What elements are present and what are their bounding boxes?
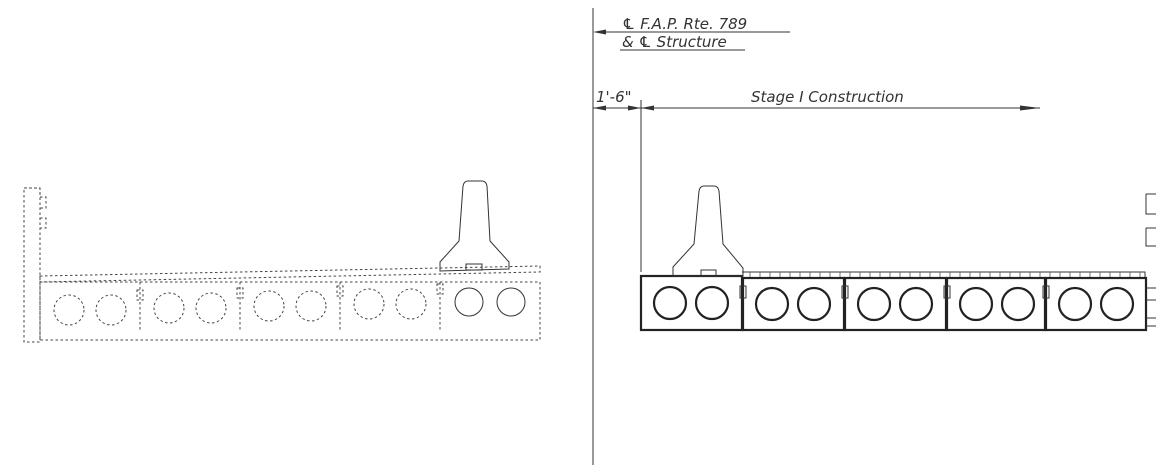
stage1-void	[1057, 286, 1093, 322]
existing-void	[454, 287, 484, 317]
stage1-void	[1000, 286, 1036, 322]
existing-structure	[23, 187, 541, 343]
existing-void	[353, 288, 385, 320]
temporary-barrier-existing	[439, 180, 510, 272]
centerline-label-line2: & ℄ Structure	[622, 33, 727, 51]
existing-void	[496, 287, 526, 317]
existing-void	[95, 294, 127, 326]
stage-construction-label: Stage I Construction	[751, 88, 904, 106]
temporary-barrier-stage1	[672, 185, 744, 277]
stage1-box-beam	[843, 276, 948, 332]
existing-shear-key	[336, 285, 344, 297]
stage1-shear-key	[943, 285, 951, 299]
stage1-void	[1099, 286, 1135, 322]
existing-side-wall	[23, 187, 41, 343]
dim-arrow-stage-end	[1020, 105, 1040, 111]
existing-void	[153, 292, 185, 324]
stage1-void	[796, 286, 832, 322]
existing-void	[395, 288, 427, 320]
stage1-void	[898, 286, 934, 322]
stage1-box-beam	[945, 276, 1047, 332]
dim-arrow-offset-right	[628, 105, 641, 111]
stage1-box-beam	[639, 274, 744, 332]
dim-arrow-left	[593, 105, 606, 111]
existing-void	[195, 292, 227, 324]
stage1-shear-key	[739, 285, 747, 299]
stage1-void	[652, 285, 688, 321]
stage1-box-beam	[741, 276, 846, 332]
existing-shear-key	[236, 287, 244, 299]
stage1-void	[856, 286, 892, 322]
offset-dimension-label: 1'-6"	[596, 88, 632, 106]
existing-void	[253, 290, 285, 322]
stage1-void	[754, 286, 790, 322]
stage1-structure	[639, 193, 1156, 332]
existing-void	[53, 294, 85, 326]
centerline-leader-arrow	[593, 29, 606, 35]
dim-arrow-offset-left	[641, 105, 654, 111]
existing-shear-key	[436, 283, 444, 295]
stage1-void	[958, 286, 994, 322]
existing-deck-overlay	[39, 265, 541, 283]
existing-deck-slab	[39, 281, 541, 341]
stage1-box-beam	[1044, 276, 1148, 332]
barrier-base-key	[700, 269, 717, 277]
centerline-label-line1: ℄ F.A.P. Rte. 789	[622, 15, 747, 33]
existing-shear-key	[136, 289, 144, 301]
existing-wall-bracket-top	[24, 187, 47, 209]
existing-void	[295, 290, 327, 322]
barrier-base-key	[465, 263, 483, 271]
stage1-right-parapet	[1145, 193, 1156, 327]
existing-wall-bracket-mid	[40, 217, 47, 229]
stage1-shear-key	[841, 285, 849, 299]
stage1-shear-key	[1042, 285, 1050, 299]
stage1-void	[694, 285, 730, 321]
